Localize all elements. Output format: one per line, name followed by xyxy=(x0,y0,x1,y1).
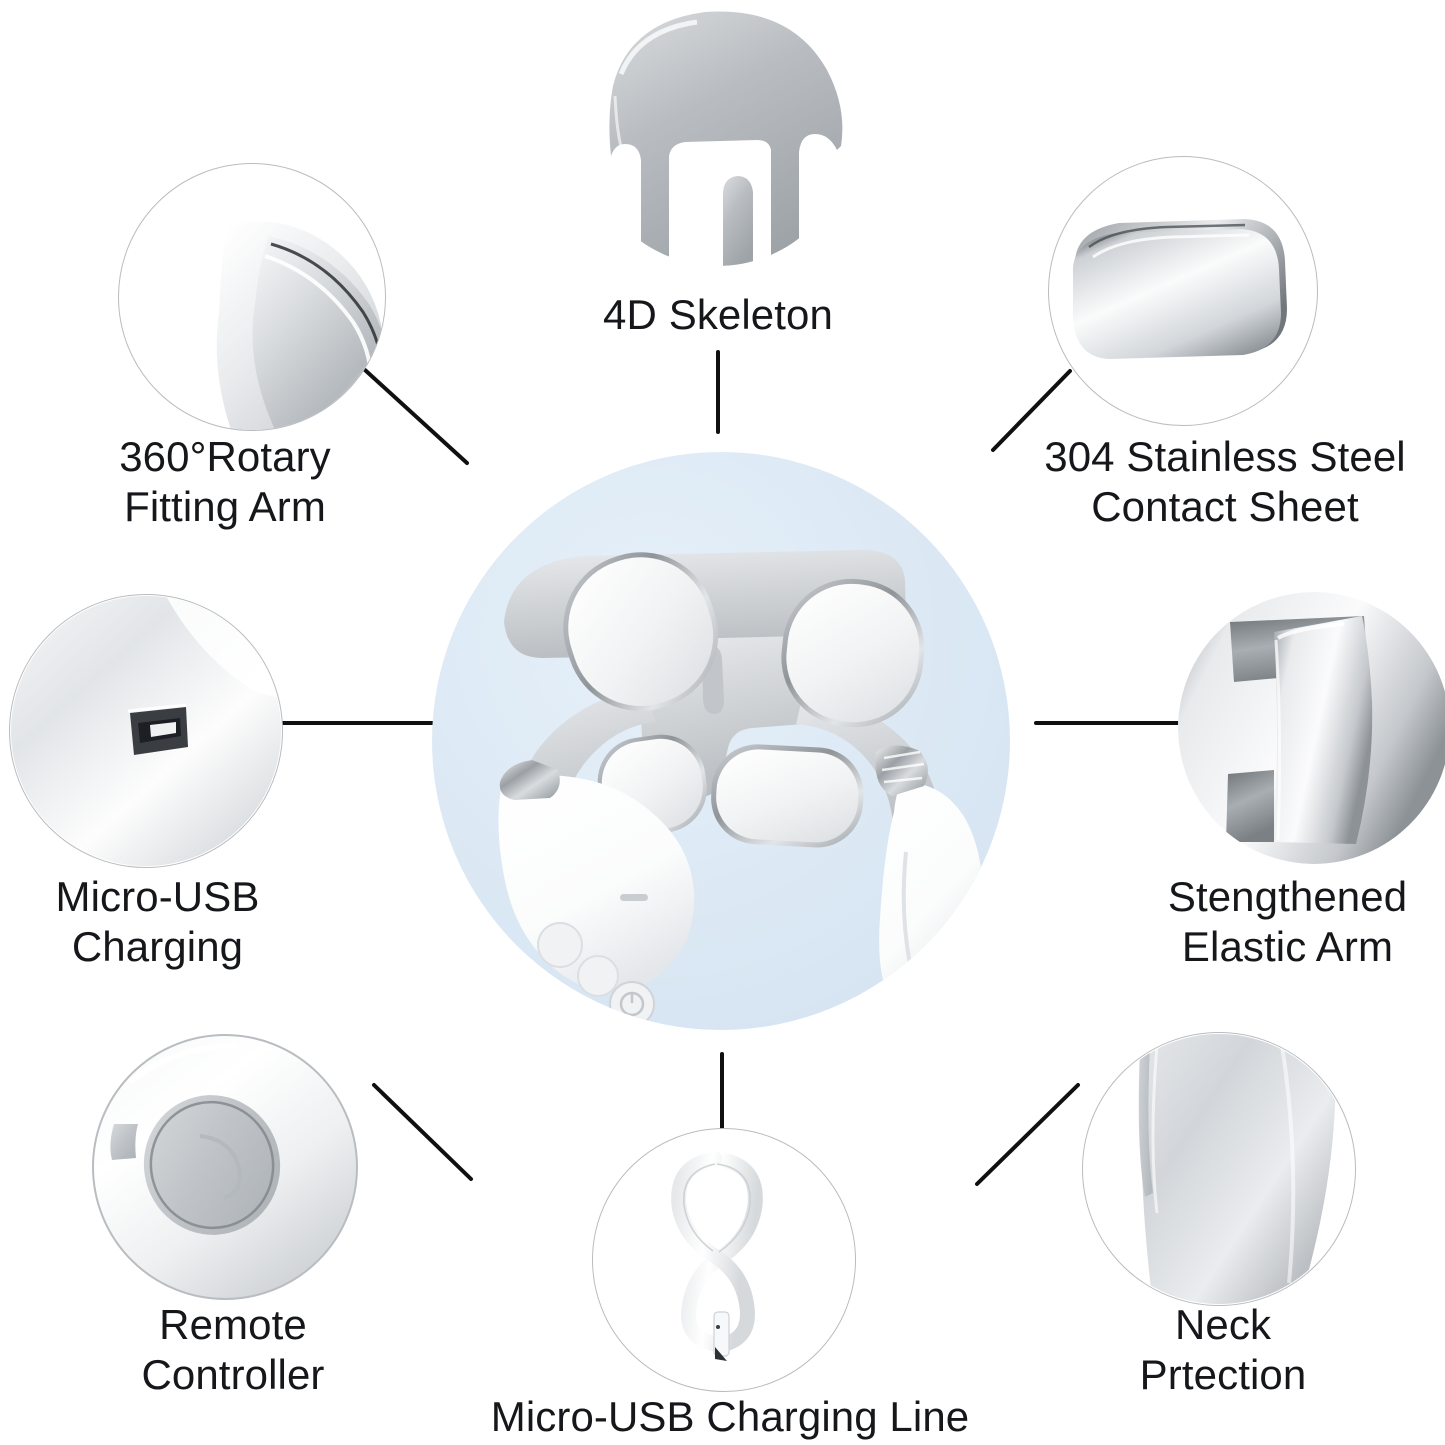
callout-label-contact-sheet: 304 Stainless Steel Contact Sheet xyxy=(1044,433,1406,530)
connector-remote-controller xyxy=(372,1083,473,1181)
neck-massager-product-image xyxy=(498,550,983,1027)
charging-cable-icon xyxy=(592,1128,856,1392)
connector-neck-protection xyxy=(975,1083,1080,1186)
callout-label-usb-charging: Micro-USB Charging xyxy=(55,873,260,970)
callout-label-rotary-arm: 360°Rotary Fitting Arm xyxy=(119,433,331,530)
neck-protection-icon xyxy=(1082,1032,1356,1306)
callout-label-elastic-arm: Stengthened Elastic Arm xyxy=(1167,873,1408,970)
callout-label-remote-controller: Remote Controller xyxy=(141,1301,325,1398)
callout-label-charging-line: Micro-USB Charging Line xyxy=(490,1393,970,1440)
callout-label-neck-protection: Neck Prtection xyxy=(1139,1301,1307,1398)
remote-controller-icon xyxy=(90,1032,360,1302)
elastic-arm-icon xyxy=(1178,592,1445,864)
contact-sheet-icon xyxy=(1048,156,1318,426)
rotary-arm-icon xyxy=(118,163,386,431)
skeleton-icon xyxy=(585,0,851,266)
callout-label-skeleton: 4D Skeleton xyxy=(603,291,833,338)
usb-port-icon xyxy=(9,594,283,868)
